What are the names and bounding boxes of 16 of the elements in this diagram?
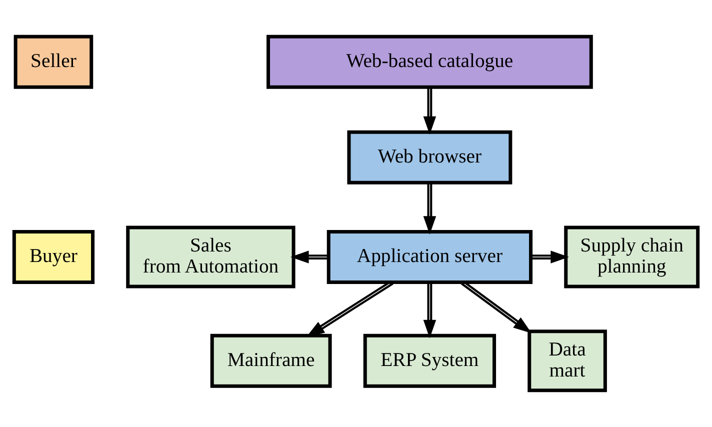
arrow	[531, 250, 569, 264]
node-box: Buyer	[12, 230, 95, 284]
node-box: Web browser	[347, 130, 512, 184]
arrow	[423, 282, 436, 338]
node-box: ERP System	[363, 334, 496, 388]
arrow	[423, 88, 436, 135]
node-box: Data mart	[528, 330, 607, 392]
arrow	[290, 250, 328, 264]
node-box: Seller	[14, 34, 94, 89]
node-box: Supply chain planning	[564, 226, 700, 288]
arrow	[423, 182, 436, 234]
node-box: Web-based catalogue	[266, 34, 593, 89]
node-box: Application server	[326, 230, 533, 284]
node-box: Mainframe	[210, 334, 332, 388]
node-box: Sales from Automation	[126, 226, 296, 288]
arrow	[460, 280, 532, 334]
